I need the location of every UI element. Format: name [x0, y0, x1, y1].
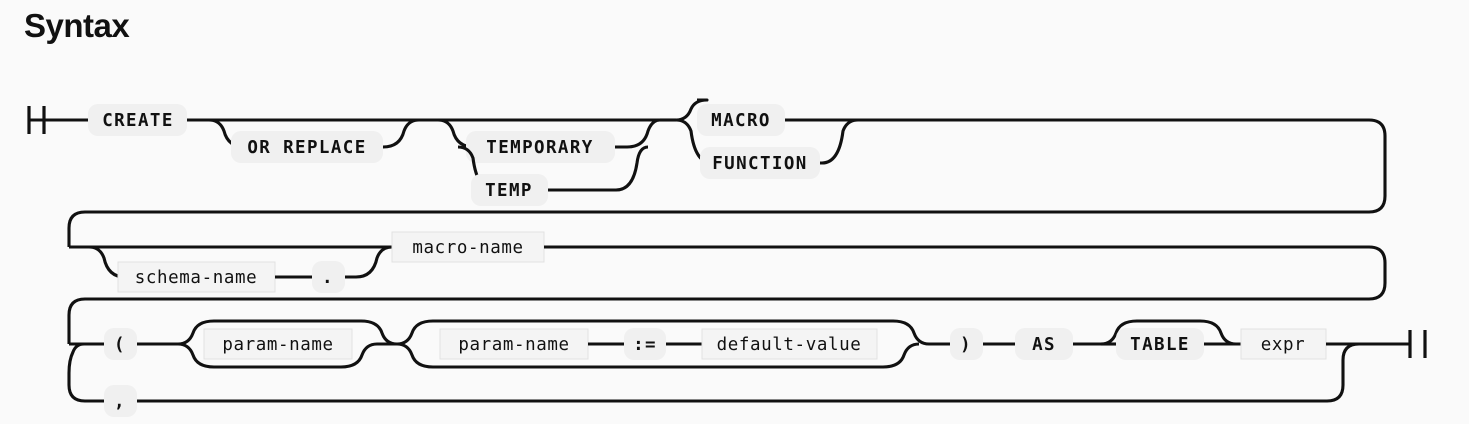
terminal-or-replace[interactable]: OR REPLACE [231, 131, 383, 163]
start-marker [27, 106, 88, 134]
terminal-temporary-box [466, 131, 615, 163]
terminal-function-label: FUNCTION [712, 154, 808, 174]
terminal-or-replace-label: OR REPLACE [247, 138, 366, 158]
terminal-function-box [700, 147, 820, 179]
terminal-comma[interactable]: , [104, 385, 137, 417]
terminal-lparen-label: ( [114, 335, 126, 355]
terminal-comma-box [104, 385, 137, 417]
terminal-dot[interactable]: . [312, 261, 345, 293]
nonterminal-macro-name[interactable]: macro-name [391, 231, 545, 263]
terminal-table-label: TABLE [1130, 335, 1190, 355]
end-marker [1408, 330, 1427, 358]
terminal-comma-label: , [114, 392, 126, 412]
nonterminal-expr-box [1240, 328, 1327, 360]
terminal-table[interactable]: TABLE [1116, 328, 1204, 360]
terminal-temp[interactable]: TEMP [471, 174, 548, 206]
nonterminal-expr[interactable]: expr [1240, 328, 1327, 360]
nonterminal-macro-name-label: macro-name [412, 238, 523, 258]
terminal-create-label: CREATE [102, 111, 174, 131]
nonterminal-param-name-2-label: param-name [458, 335, 569, 355]
terminal-temp-label: TEMP [485, 181, 533, 201]
terminal-temporary-label: TEMPORARY [486, 138, 593, 158]
nonterminal-param-name-1[interactable]: param-name [203, 328, 353, 360]
terminal-table-box [1116, 328, 1204, 360]
terminal-temporary[interactable]: TEMPORARY [466, 131, 615, 163]
nonterminal-schema-name-box [117, 261, 276, 293]
nonterminal-param-name-1-box [203, 328, 353, 360]
terminal-as[interactable]: AS [1015, 328, 1073, 360]
terminal-assign-label: := [633, 335, 657, 355]
terminal-dot-box [312, 261, 345, 293]
terminal-create-box [88, 104, 187, 136]
terminal-as-label: AS [1032, 335, 1056, 355]
terminal-macro-box [697, 104, 785, 136]
nonterminal-default-value[interactable]: default-value [701, 328, 878, 360]
terminal-macro-label: MACRO [711, 111, 771, 131]
terminal-rparen-box [950, 328, 983, 360]
nonterminal-schema-name-label: schema-name [135, 268, 258, 288]
terminal-rparen-label: ) [960, 335, 972, 355]
terminal-create[interactable]: CREATE [88, 104, 187, 136]
nonterminal-schema-name[interactable]: schema-name [117, 261, 276, 293]
terminal-lparen[interactable]: ( [104, 328, 137, 360]
nonterminal-expr-label: expr [1261, 335, 1306, 355]
terminal-assign[interactable]: := [624, 328, 666, 360]
terminal-lparen-box [104, 328, 137, 360]
nonterminal-default-value-box [701, 328, 878, 360]
nonterminal-default-value-label: default-value [717, 335, 862, 355]
terminal-temp-box [471, 174, 548, 206]
terminal-rparen[interactable]: ) [950, 328, 983, 360]
nonterminal-param-name-1-label: param-name [222, 335, 333, 355]
terminal-macro[interactable]: MACRO [697, 104, 785, 136]
terminal-as-box [1015, 328, 1073, 360]
page-title: Syntax [24, 7, 130, 44]
terminal-assign-box [624, 328, 666, 360]
terminal-dot-label: . [322, 268, 334, 288]
nonterminal-param-name-2[interactable]: param-name [439, 328, 589, 360]
terminal-or-replace-box [231, 131, 383, 163]
terminal-function[interactable]: FUNCTION [700, 147, 820, 179]
